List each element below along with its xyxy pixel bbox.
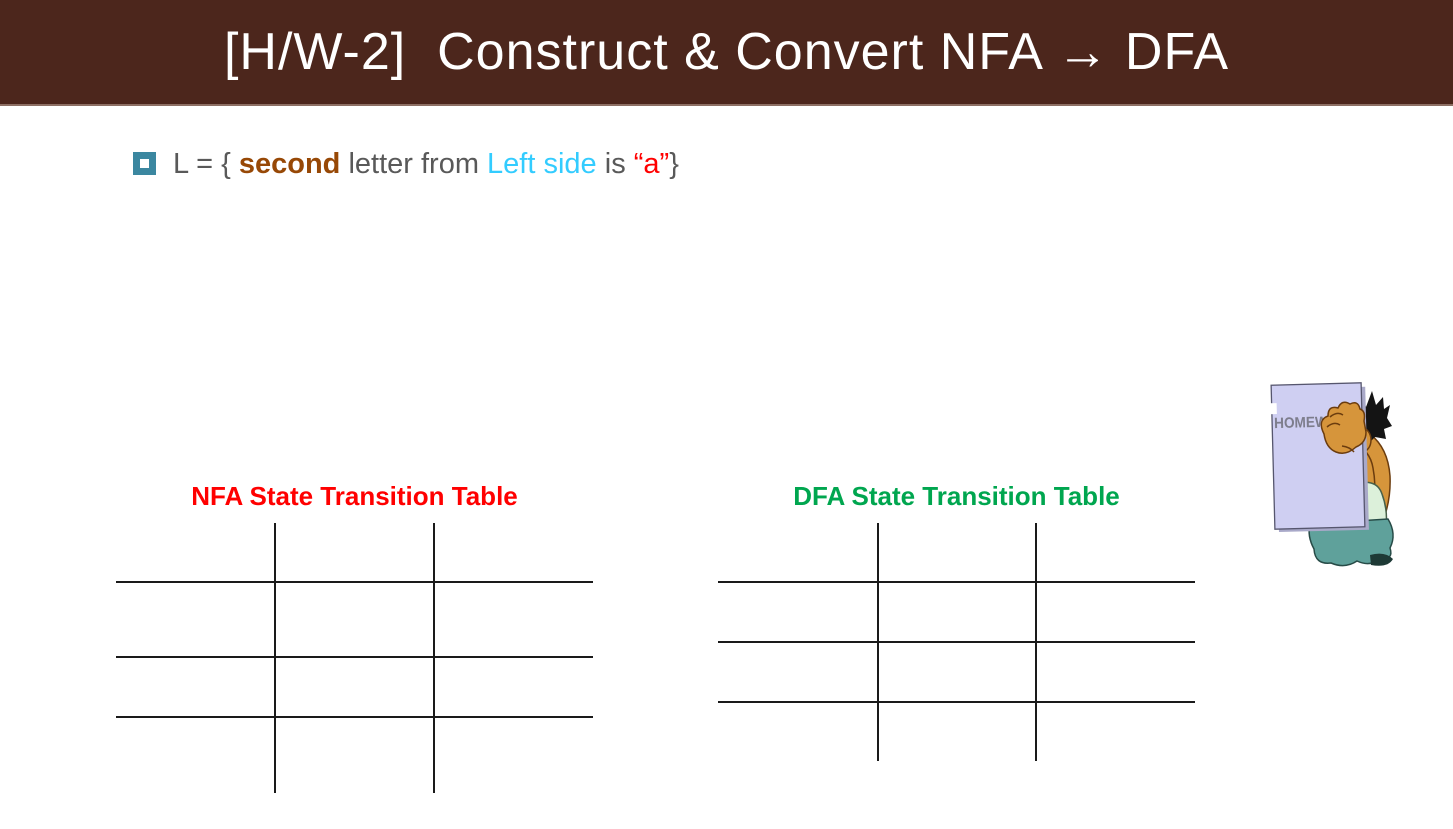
bullet-part-close: } — [669, 148, 679, 180]
dfa-transition-table-grid — [718, 523, 1195, 761]
homework-boy-clipart: HOMEWORK — [1269, 382, 1394, 567]
slide-header: [H/W-2] Construct & Convert NFA → DFA — [0, 0, 1453, 106]
slide-title: [H/W-2] Construct & Convert NFA → DFA — [223, 23, 1230, 81]
boy-shoe — [1370, 553, 1393, 566]
bullet-text: L = { second letter from Left side is “a… — [173, 146, 679, 182]
bullet-row: L = { second letter from Left side is “a… — [133, 146, 679, 182]
bullet-square-icon — [133, 152, 156, 175]
nfa-table-title: NFA State Transition Table — [191, 481, 518, 511]
boy-hand — [1320, 401, 1367, 454]
homework-sign-notch — [1269, 403, 1277, 415]
bullet-part-prefix: L = { — [173, 148, 239, 180]
bullet-square-inner — [140, 159, 149, 168]
bullet-part-is: is — [596, 148, 634, 180]
nfa-transition-table-grid — [116, 523, 593, 793]
dfa-table-title: DFA State Transition Table — [793, 481, 1120, 511]
bullet-part-letter-from: letter from — [340, 148, 488, 180]
bullet-part-left-side: Left side — [487, 148, 597, 180]
bullet-part-a: “a” — [633, 148, 670, 180]
bullet-part-second: second — [238, 148, 341, 180]
